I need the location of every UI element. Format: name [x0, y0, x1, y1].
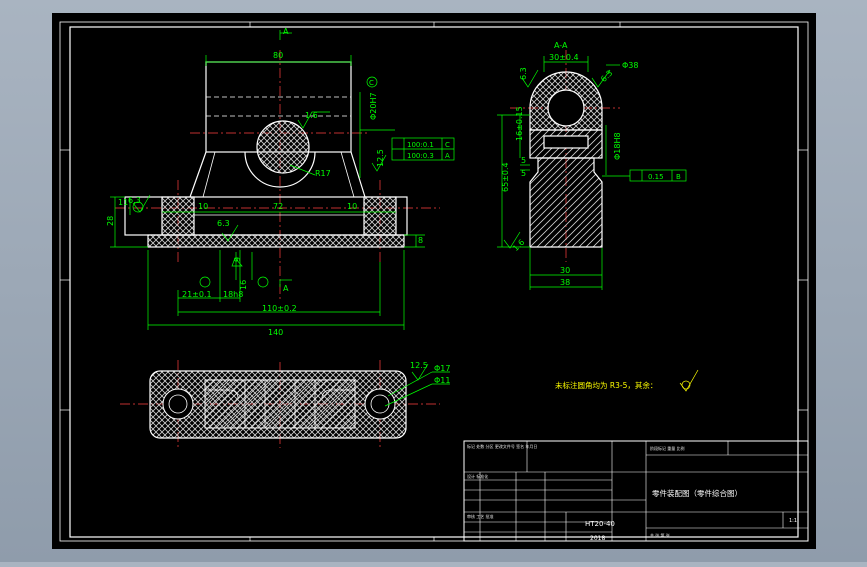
top-dim-phi11: Φ11: [434, 376, 450, 385]
tb-small-5: 共 张 第 张: [650, 532, 670, 538]
side-dim-30-bottom: 30: [560, 266, 570, 275]
front-roughness-1-6: 1.6: [305, 111, 318, 120]
front-dim-10-right: 10: [347, 202, 357, 211]
side-dim-65: 65±0.4: [501, 162, 510, 192]
front-datum-c: C: [369, 79, 374, 87]
front-bore-phi20: Φ20H7: [369, 92, 378, 120]
tb-material: HT20-40: [585, 520, 615, 528]
front-dim-18: 18h8: [223, 290, 243, 299]
tol-frame-1-value: 100:0.1: [407, 141, 434, 149]
side-dim-38-bottom: 38: [560, 278, 570, 287]
note-text: 未标注圆角均为 R3-5，其余：: [555, 380, 657, 390]
title-block: 标记 处数 分区 更改文件号 签名 年月日 设计 标准化 审核 工艺 批准 阶段…: [463, 440, 809, 542]
front-dim-72: 72: [273, 202, 283, 211]
top-dim-phi17: Φ17: [434, 364, 450, 373]
side-dim-30-top: 30±0.4: [549, 53, 579, 62]
tb-scale: 1:1: [789, 518, 797, 524]
side-dim-5-b: 5: [521, 169, 526, 178]
side-dim-5-a: 5: [521, 156, 526, 165]
frame-zone-ticks: [60, 22, 808, 541]
front-dim-6-3: 6.3: [128, 196, 141, 205]
tb-small-2: 设计 标准化: [467, 473, 488, 479]
top-view: 12.5 Φ17 Φ11: [120, 360, 450, 450]
front-radius-r17: R17: [315, 169, 331, 178]
front-dim-140: 140: [268, 328, 283, 337]
front-view: 80 72 10 10 28 11 6.3 8 140 110±0.2 21±0…: [106, 27, 455, 337]
front-dim-28: 28: [106, 216, 115, 226]
front-dim-110: 110±0.2: [262, 304, 297, 313]
tol-frame-2-datum: A: [445, 152, 450, 160]
side-view: A-A 30±0.4 16±0.15 65±0.4 Φ38 Φ18H8 30 3…: [497, 41, 687, 290]
front-dim-11: 11: [118, 198, 128, 207]
tol-frame-1-datum: C: [445, 141, 450, 149]
tb-small-4: 阶段标记 重量 比例: [650, 445, 685, 451]
front-roughness-6-3: 6.3: [217, 219, 230, 228]
technical-note: 未标注圆角均为 R3-5，其余：: [555, 369, 699, 392]
side-tol-value: 0.15: [648, 173, 664, 181]
side-dim-phi38: Φ38: [622, 61, 638, 70]
front-dim-21: 21±0.1: [182, 290, 212, 299]
side-section-title: A-A: [554, 41, 568, 50]
side-dim-16: 16±0.15: [515, 106, 524, 141]
front-dim-16: 16: [239, 280, 248, 290]
front-section-label-top: A: [283, 27, 289, 36]
tb-small-1: 标记 处数 分区 更改文件号 签名 年月日: [467, 443, 537, 449]
front-dim-9: 9: [233, 257, 242, 262]
front-roughness-12-5: 12.5: [376, 149, 385, 167]
sheet-background: [52, 13, 816, 549]
tol-frame-2-value: 100:0.3: [407, 152, 434, 160]
tb-drawing-title: 零件装配图（零件综合图）: [652, 488, 742, 498]
front-dim-10-left: 10: [198, 202, 208, 211]
side-roughness-6-3-a: 6.3: [519, 67, 528, 80]
tb-small-3: 审核 工艺 批准: [467, 513, 494, 519]
front-dim-8: 8: [418, 236, 423, 245]
tb-designer-code: 2018: [590, 535, 605, 542]
side-tol-datum: B: [676, 173, 681, 181]
front-dim-80: 80: [273, 51, 283, 60]
top-roughness-12-5: 12.5: [410, 361, 428, 370]
side-dim-phi18: Φ18H8: [613, 132, 622, 160]
front-section-label-bottom: A: [283, 284, 289, 293]
